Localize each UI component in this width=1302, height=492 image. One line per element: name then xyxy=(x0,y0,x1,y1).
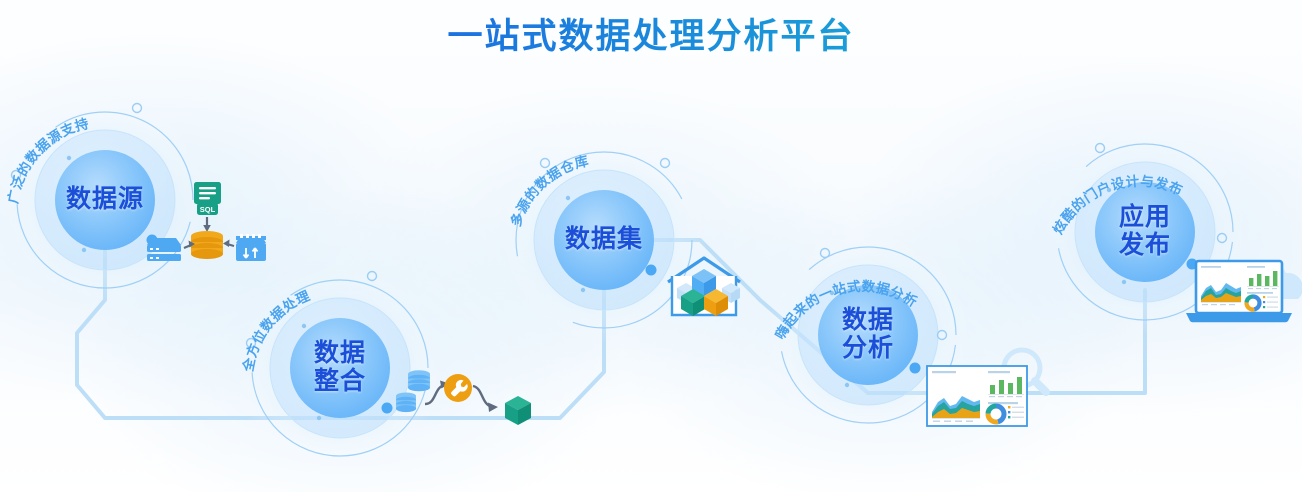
network-switch-icon xyxy=(236,234,266,261)
ring-marker xyxy=(245,337,257,349)
ring-dot xyxy=(301,323,307,329)
node-data-analysis[interactable]: 嗨起来的一站式数据分析 xyxy=(764,231,972,439)
cube-icon xyxy=(505,396,531,425)
sql-file-icon: SQL xyxy=(194,182,221,215)
data-source-icon-cluster: SQL xyxy=(147,182,266,261)
page-title: 一站式数据处理分析平台 xyxy=(0,8,1302,59)
chart-caption xyxy=(932,371,956,374)
ring-dot xyxy=(66,155,72,161)
warehouse-cubes-icon xyxy=(667,256,741,317)
laptop-dashboard-icon xyxy=(1186,259,1292,323)
ring-marker xyxy=(659,157,671,169)
ring-marker xyxy=(1094,142,1106,154)
wrench-circle-icon xyxy=(444,374,472,402)
server-icon xyxy=(147,238,181,261)
ring-marker xyxy=(366,270,378,282)
dashboard-card-icon xyxy=(926,365,1028,427)
ring-dot xyxy=(1121,279,1127,285)
ring-marker xyxy=(1216,232,1228,244)
ring-dot xyxy=(381,402,393,414)
ring-dot xyxy=(829,290,835,296)
node-data-integration[interactable]: 全方位数据处理 xyxy=(236,264,444,472)
ring-dot xyxy=(565,195,571,201)
node-dataset[interactable]: 多源的数据仓库 xyxy=(500,136,708,344)
coin-stack-icon xyxy=(396,370,430,413)
ring-marker xyxy=(539,157,551,169)
ring-marker xyxy=(819,247,831,259)
ring-dot xyxy=(316,415,322,421)
data-integration-icon-cluster xyxy=(396,370,531,425)
ring-marker xyxy=(936,329,948,341)
ring-dot xyxy=(645,264,657,276)
ring-dot xyxy=(580,287,586,293)
ring-dot xyxy=(844,382,850,388)
ring-dot xyxy=(1106,187,1112,193)
sql-file-label: SQL xyxy=(200,205,216,214)
ring-marker xyxy=(10,169,22,181)
ring-dot xyxy=(81,247,87,253)
database-cylinder-icon xyxy=(191,231,223,259)
donut-chart xyxy=(985,403,1007,425)
ring-dot xyxy=(909,362,921,374)
ring-marker xyxy=(131,102,143,114)
